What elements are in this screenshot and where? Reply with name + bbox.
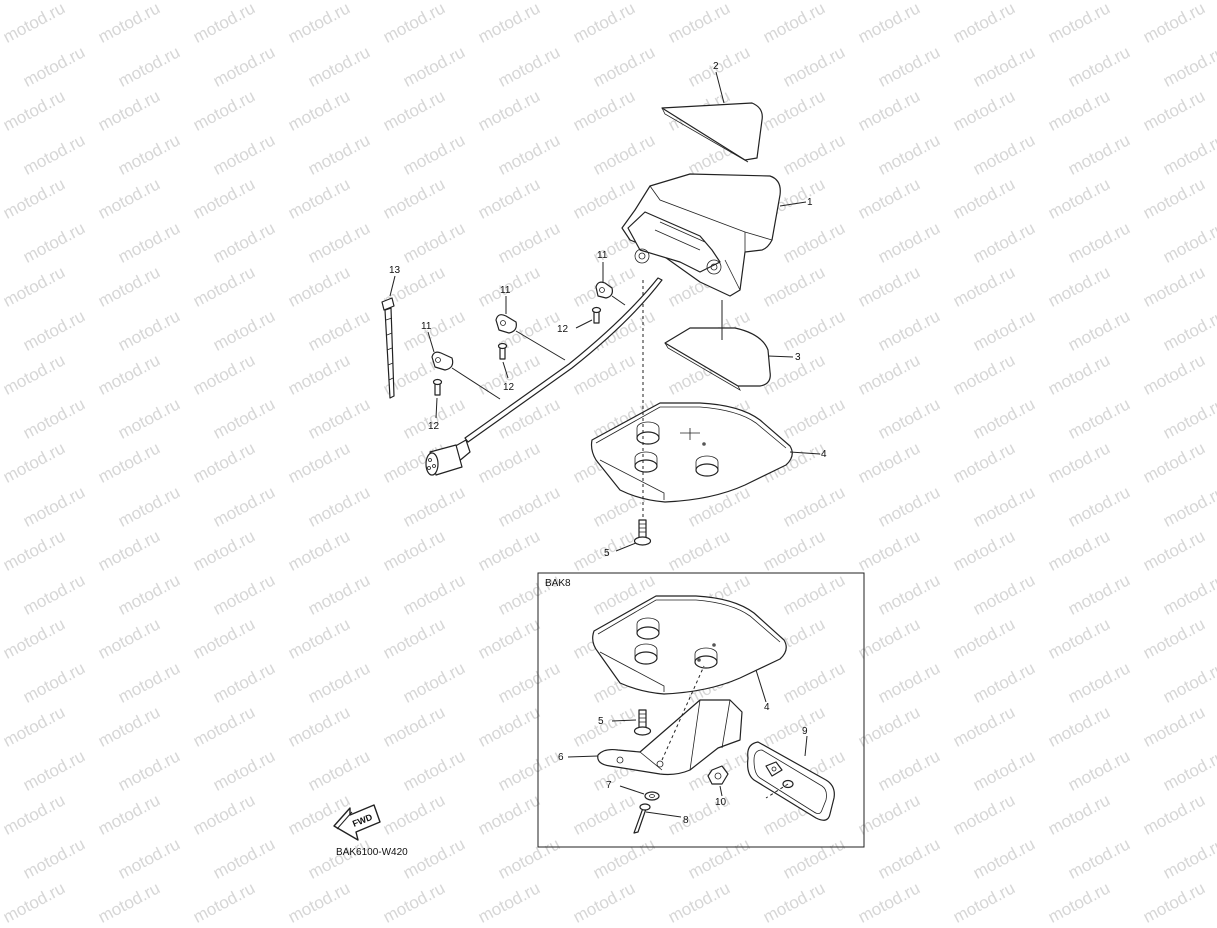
callout-11-upper: 11	[597, 250, 608, 261]
clamp-11-lower	[431, 351, 454, 371]
callout-12-lower: 12	[428, 421, 440, 432]
part-1-housing	[621, 173, 781, 297]
part-3-lens	[664, 327, 771, 392]
clamp-11-upper	[595, 281, 613, 299]
inset-callout-5: 5	[598, 716, 604, 727]
callout-4: 4	[821, 449, 827, 460]
callout-12-middle: 12	[503, 382, 515, 393]
part-5-screw	[633, 519, 652, 546]
inset-callout-7: 7	[606, 780, 612, 791]
inset-callout-6: 6	[558, 752, 564, 763]
leader-lines	[389, 71, 821, 552]
callout-1: 1	[807, 197, 813, 208]
fwd-arrow-icon: FWD	[333, 804, 381, 841]
callout-11-lower: 11	[421, 321, 432, 332]
inset-label: BAK8	[545, 578, 571, 589]
callout-3: 3	[795, 352, 801, 363]
part-4-base	[590, 402, 793, 503]
callout-13: 13	[389, 265, 401, 276]
screw-12-lower	[432, 378, 443, 396]
callout-2: 2	[713, 61, 719, 72]
callout-5: 5	[604, 548, 610, 559]
clamp-11-middle	[495, 314, 517, 334]
inset-callout-8: 8	[683, 815, 689, 826]
inset-callout-9: 9	[802, 726, 808, 737]
callouts-main: 2 1 3 4 5 11 11 11 12 12 12 13	[389, 61, 827, 559]
diagram-code: BAK6100-W420	[336, 847, 408, 858]
inset-callout-10: 10	[715, 797, 727, 808]
part-13-cable-tie	[381, 297, 395, 399]
wire-harness	[425, 277, 663, 476]
inset-callout-4: 4	[764, 702, 770, 713]
callout-12-upper: 12	[557, 324, 569, 335]
inset-bak8: BAK8	[537, 572, 865, 848]
screw-12-middle	[497, 342, 508, 360]
callout-11-middle: 11	[500, 285, 511, 296]
screw-12-upper	[591, 306, 602, 324]
part-2-cover	[661, 102, 763, 163]
